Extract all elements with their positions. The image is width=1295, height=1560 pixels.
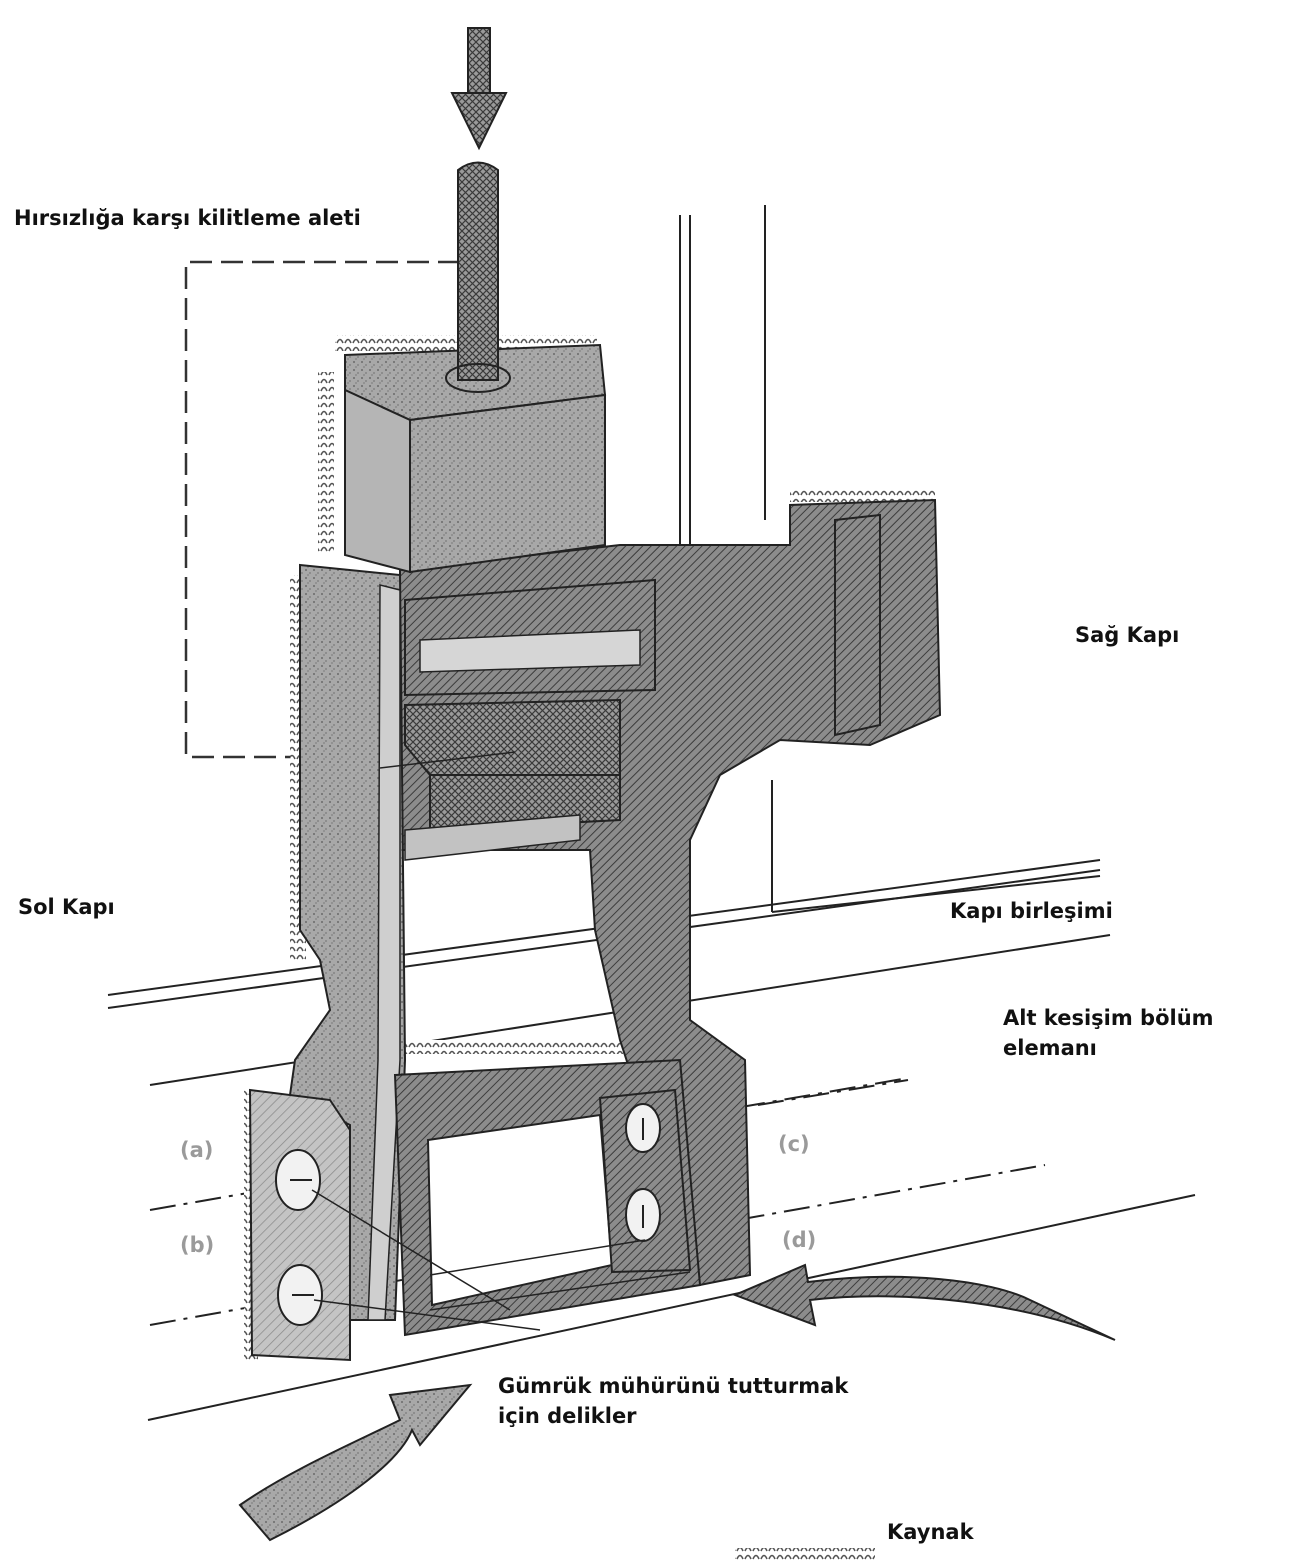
left-seal-plate xyxy=(248,1088,351,1362)
hole-letter-c: (c) xyxy=(778,1132,810,1156)
left-door-label: Sol Kapı xyxy=(18,895,115,919)
downward-arrow-icon xyxy=(450,27,508,151)
lower-cross-member-label-line1: Alt kesişim bölüm xyxy=(1003,1006,1214,1030)
hole-letter-d: (d) xyxy=(782,1228,817,1252)
anti-theft-lock-element xyxy=(404,698,621,776)
locking-pin xyxy=(445,161,511,393)
right-door-bracket xyxy=(399,498,942,1287)
anti-theft-device-label: Hırsızlığa karşı kilitleme aleti xyxy=(14,206,361,230)
legend-weld-label: Kaynak xyxy=(887,1520,974,1544)
leader-lines xyxy=(311,751,691,1331)
right-door-swing-arrow-icon xyxy=(732,1263,1116,1341)
right-door-label: Sağ Kapı xyxy=(1075,623,1180,647)
left-door-bracket-inner xyxy=(367,584,401,1321)
upper-lock-block-side xyxy=(344,388,411,574)
hole-letter-b: (b) xyxy=(180,1233,215,1257)
customs-seal-holes-label-line2: için delikler xyxy=(498,1404,637,1428)
door-joint-label: Kapı birleşimi xyxy=(950,899,1113,923)
legend-weld-swatch xyxy=(735,1548,875,1560)
left-door-swing-arrow-icon xyxy=(238,1383,473,1542)
lower-frame-right-plate xyxy=(598,1088,692,1274)
hole-letter-a: (a) xyxy=(180,1138,214,1162)
upper-channel-slot xyxy=(419,629,641,673)
right-door-flange xyxy=(834,513,881,737)
upper-lock-block-front xyxy=(409,393,606,574)
anti-theft-callout-outline xyxy=(184,260,460,759)
customs-seal-holes-label-line1: Gümrük mühürünü tutturmak xyxy=(498,1374,849,1398)
lower-cross-member-label-line2: elemanı xyxy=(1003,1036,1097,1060)
lower-tongue xyxy=(404,814,581,861)
